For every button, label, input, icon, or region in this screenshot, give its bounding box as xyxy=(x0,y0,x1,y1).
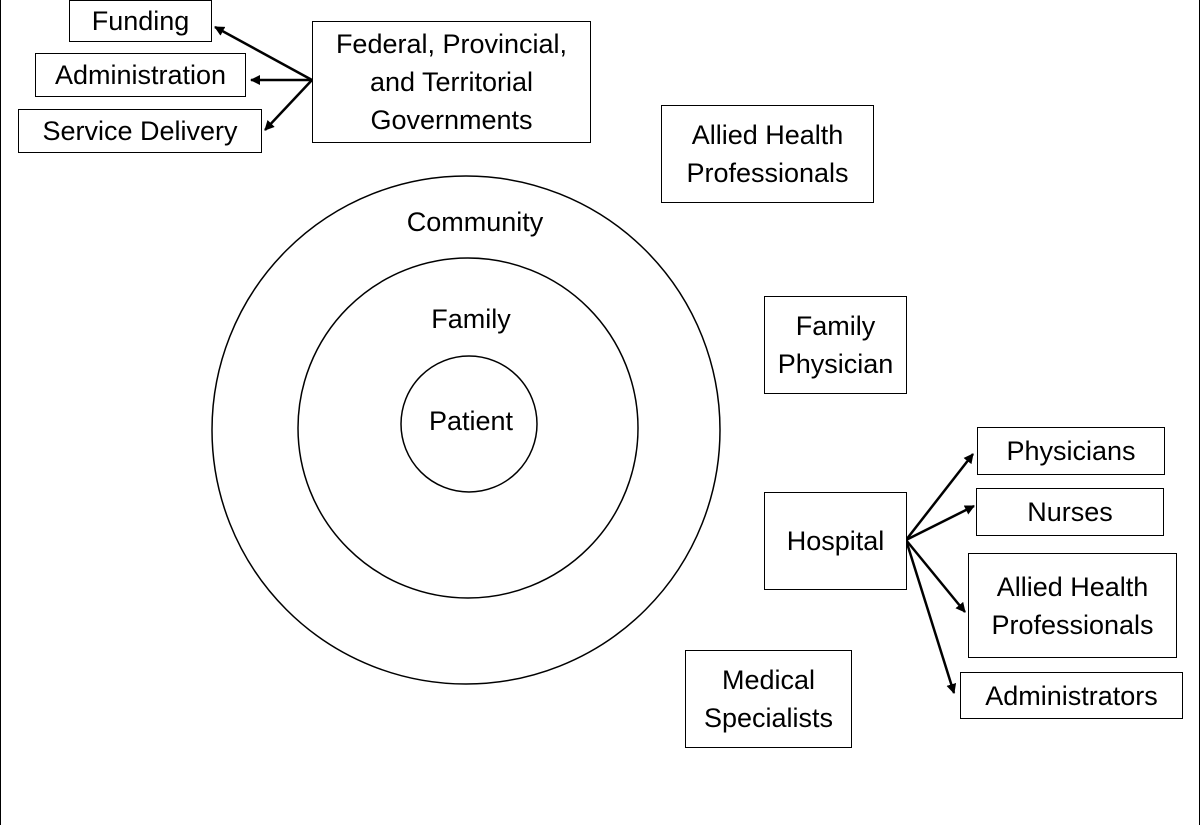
allied-health-label-line-1: Allied Health xyxy=(691,120,844,150)
hospital-box: Hospital xyxy=(764,492,907,590)
family-circle xyxy=(297,257,639,599)
government-label-line-1: Federal, Provincial, xyxy=(335,29,568,59)
physicians-label: Physicians xyxy=(1006,436,1136,466)
medical-specialists-box: Medical Specialists xyxy=(685,650,852,748)
allied-health-professionals-box: Allied Health Professionals xyxy=(661,105,874,203)
government-box: Federal, Provincial, and Territorial Gov… xyxy=(312,21,591,143)
physicians-box: Physicians xyxy=(977,427,1165,475)
nurses-box: Nurses xyxy=(976,488,1164,536)
funding-label: Funding xyxy=(91,6,190,36)
arrow-hospital-to-physicians xyxy=(905,453,974,541)
family-physician-label-line-2: Physician xyxy=(777,349,894,379)
administration-label: Administration xyxy=(54,60,227,90)
medical-specialists-label-line-1: Medical xyxy=(721,665,816,695)
community-label: Community xyxy=(406,207,544,237)
arrow-government-to-funding xyxy=(214,25,313,82)
administrators-label: Administrators xyxy=(985,680,1158,711)
family-physician-box: Family Physician xyxy=(764,296,907,394)
family-label: Family xyxy=(431,304,511,334)
government-label-line-2: and Territorial xyxy=(369,67,534,97)
arrow-hospital-to-allied-health xyxy=(905,539,966,613)
arrow-hospital-to-administrators xyxy=(904,539,957,694)
family-physician-label-line-1: Family xyxy=(795,311,876,341)
hospital-allied-health-label-line-1: Allied Health xyxy=(996,571,1149,602)
administration-box: Administration xyxy=(35,53,246,97)
service-delivery-box: Service Delivery xyxy=(18,109,262,153)
administrators-box: Administrators xyxy=(960,672,1183,719)
community-circle xyxy=(211,175,721,685)
hospital-allied-health-label-line-2: Professionals xyxy=(991,609,1154,640)
service-delivery-label: Service Delivery xyxy=(42,116,238,146)
arrow-government-to-service-delivery xyxy=(264,79,313,131)
patient-circle xyxy=(400,355,538,493)
funding-box: Funding xyxy=(69,0,212,42)
patient-label: Patient xyxy=(428,406,514,436)
allied-health-label-line-2: Professionals xyxy=(686,158,849,188)
nurses-label: Nurses xyxy=(1027,497,1113,527)
medical-specialists-label-line-2: Specialists xyxy=(703,703,834,733)
hospital-label: Hospital xyxy=(786,526,885,556)
hospital-allied-health-professionals-box: Allied Health Professionals xyxy=(968,553,1177,658)
arrow-hospital-to-nurses xyxy=(905,504,975,542)
government-label-line-3: Governments xyxy=(370,105,533,135)
